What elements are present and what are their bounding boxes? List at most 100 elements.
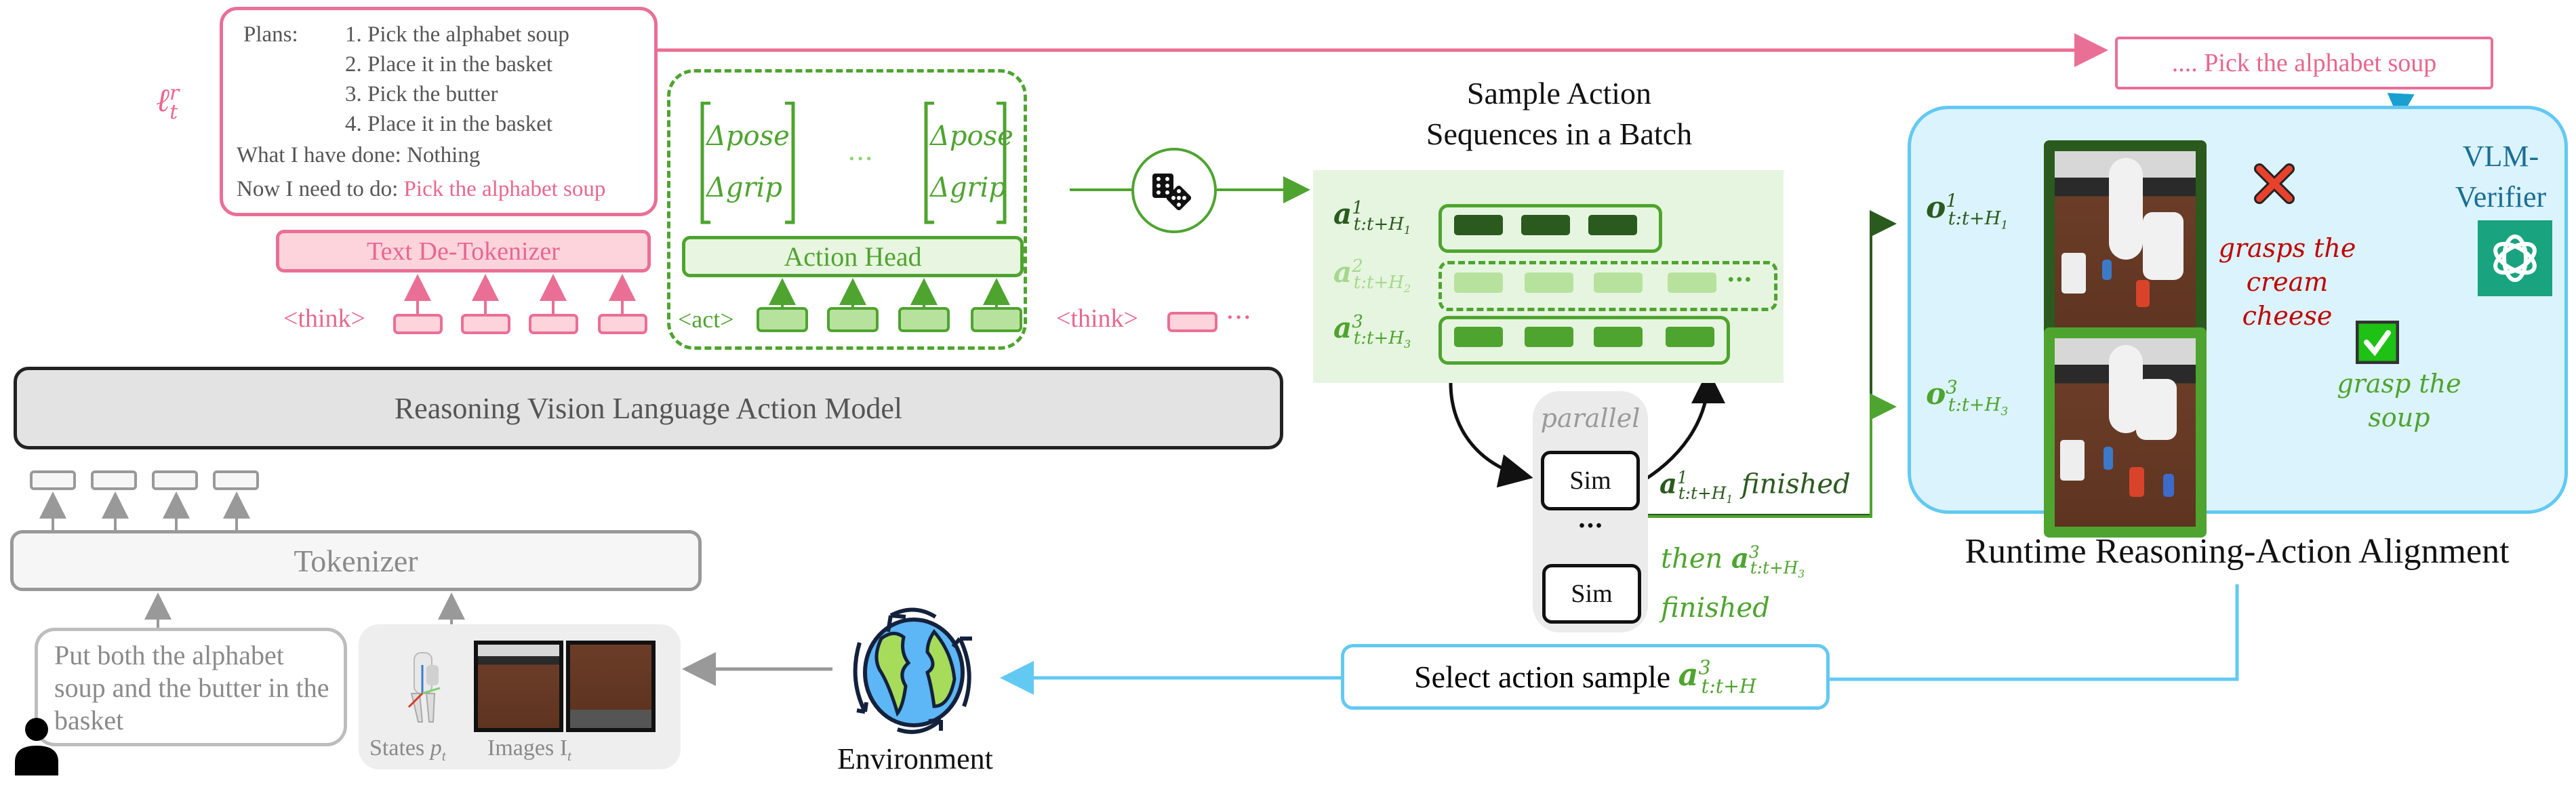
instruction-box: Put both the alphabet soup and the butte… — [35, 628, 347, 746]
vlm-verifier-title: VLM- Verifier — [2455, 140, 2547, 214]
act-token — [971, 307, 1022, 332]
select-action-symbol: a3t:t+H — [1678, 656, 1756, 698]
reject-caption: grasps the cream cheese — [2218, 233, 2356, 331]
select-action-label: Select action sample — [1414, 660, 1671, 694]
accept-caption: grasp the soup — [2337, 369, 2461, 432]
reasoning-plan-box: Plans: 1. Pick the alphabet soup 2. Plac… — [220, 7, 658, 216]
think-token-arrows — [404, 274, 636, 314]
openai-logo-icon — [2478, 220, 2552, 296]
parallel-label: parallel — [1540, 403, 1641, 433]
sequence-2-step — [1594, 273, 1643, 293]
camera-image-agentview — [474, 641, 563, 732]
vector-bracket-left — [924, 102, 934, 224]
plan-step: 2. Place it in the basket — [345, 52, 553, 77]
sequence-2-step — [1525, 273, 1573, 293]
sequence-1-box — [1438, 204, 1662, 253]
sequence-2-box: ··· — [1438, 261, 1777, 311]
tokenizer: Tokenizer — [10, 530, 702, 591]
verifier-to-select-line — [1830, 584, 2239, 681]
verifier-reasoning-box: .... Pick the alphabet soup — [2115, 37, 2493, 89]
sequence-1-step — [1454, 215, 1503, 235]
input-token — [152, 470, 198, 490]
user-icon — [15, 718, 58, 775]
camera-image-wrist — [566, 641, 656, 732]
runtime-alignment-label: Runtime Reasoning-Action Alignment — [1965, 532, 2510, 571]
vector-n-grip: Δgrip — [930, 172, 1007, 203]
act-tag: <act> — [678, 306, 734, 333]
text-detokenizer: Text De-Tokenizer — [276, 230, 651, 273]
environment-label: Environment — [837, 742, 993, 775]
action-module — [667, 69, 1027, 350]
batch-title-line-2: Sequences in a Batch — [1426, 117, 1693, 151]
sequence-3-label: a3t:t+H3 — [1333, 311, 1411, 351]
dice-icon — [1131, 148, 1217, 233]
action-head: Action Head — [682, 236, 1024, 277]
batch-to-sim-arrow — [1449, 382, 1533, 488]
observation-3-image — [2055, 338, 2196, 527]
observation-1-frame — [2044, 140, 2207, 350]
reasoning-symbol: ℓrt — [156, 81, 180, 124]
done-label: What I have done: — [237, 143, 401, 167]
sequence-1-step — [1521, 215, 1570, 235]
batch-title: Sample Action Sequences in a Batch — [1383, 73, 1735, 155]
think-token — [529, 314, 578, 334]
think-token — [393, 314, 443, 334]
todo-label: Now I need to do: — [237, 177, 399, 201]
think-tag-next: <think> — [1056, 304, 1138, 333]
observation-3-label: o3t:t+H3 — [1926, 377, 2009, 418]
input-token — [91, 470, 137, 490]
plan-step: 1. Pick the alphabet soup — [345, 22, 569, 47]
verifier-panel: o1t:t+H1 o3t:t+H3 grasps the cream chees… — [1908, 106, 2568, 538]
plans-label: Plans: — [243, 22, 298, 47]
states-label: States pt — [369, 735, 446, 764]
act-token — [827, 307, 879, 332]
observation-panel: States pt Images It — [359, 624, 681, 769]
reasoning-vla-model: Reasoning Vision Language Action Model — [14, 367, 1283, 449]
think-token-next — [1167, 312, 1217, 332]
todo-row: Now I need to do: Pick the alphabet soup — [237, 177, 605, 202]
batch-title-line-1: Sample Action — [1466, 76, 1652, 110]
sequence-2-step — [1668, 273, 1716, 293]
sequence-1-step — [1588, 215, 1637, 235]
trailing-ellipsis: ··· — [1226, 302, 1252, 334]
input-token — [213, 470, 259, 490]
input-token — [30, 470, 76, 490]
finished-3-label: then a3t:t+H3 finished — [1661, 542, 1805, 624]
sequence-3-box — [1438, 316, 1730, 365]
action-vectors — [700, 102, 1007, 224]
vector-bracket-left — [700, 102, 710, 224]
wrist-scene-image — [570, 645, 651, 728]
act-token — [757, 307, 808, 332]
sequence-3-step — [1666, 327, 1714, 347]
tokenizer-output-arrows — [39, 491, 250, 530]
vector-ellipsis: ··· — [847, 144, 874, 175]
vector-bracket-right — [785, 102, 795, 224]
plan-step: 3. Pick the butter — [345, 82, 498, 106]
vector-bracket-right — [997, 102, 1007, 224]
sequence-2-step — [1454, 273, 1503, 293]
vector-1-grip: Δgrip — [706, 172, 783, 203]
think-token — [598, 314, 647, 334]
think-tag: <think> — [283, 304, 365, 333]
sim-box: Sim — [1541, 451, 1640, 510]
sequence-3-step — [1454, 327, 1503, 347]
select-action-box: Select action sample a3t:t+H — [1341, 644, 1830, 710]
plan-step: 4. Place it in the basket — [345, 112, 553, 136]
sim-ellipsis: ··· — [1577, 512, 1603, 540]
sequence-3-step — [1594, 327, 1643, 347]
reject-cross-icon — [2254, 163, 2295, 204]
sequence-2-label: a2t:t+H2 — [1333, 256, 1411, 296]
observation-3-frame — [2044, 327, 2207, 538]
vector-1-pose: Δpose — [706, 121, 790, 152]
observation-1-image — [2055, 151, 2196, 340]
sim-box: Sim — [1542, 564, 1641, 624]
action-batch-panel: a1t:t+H1 a2t:t+H2 ··· a3t:t+H3 — [1313, 170, 1784, 383]
gripper-state-icon — [407, 652, 441, 723]
scene-image — [478, 645, 559, 728]
sequence-1-label: a1t:t+H1 — [1333, 197, 1411, 237]
accept-check-icon — [2356, 321, 2399, 364]
globe-icon — [853, 607, 972, 734]
act-token — [898, 307, 950, 332]
think-token — [461, 314, 510, 334]
finished-1-label: a1t:t+H1 finished — [1659, 468, 1851, 506]
